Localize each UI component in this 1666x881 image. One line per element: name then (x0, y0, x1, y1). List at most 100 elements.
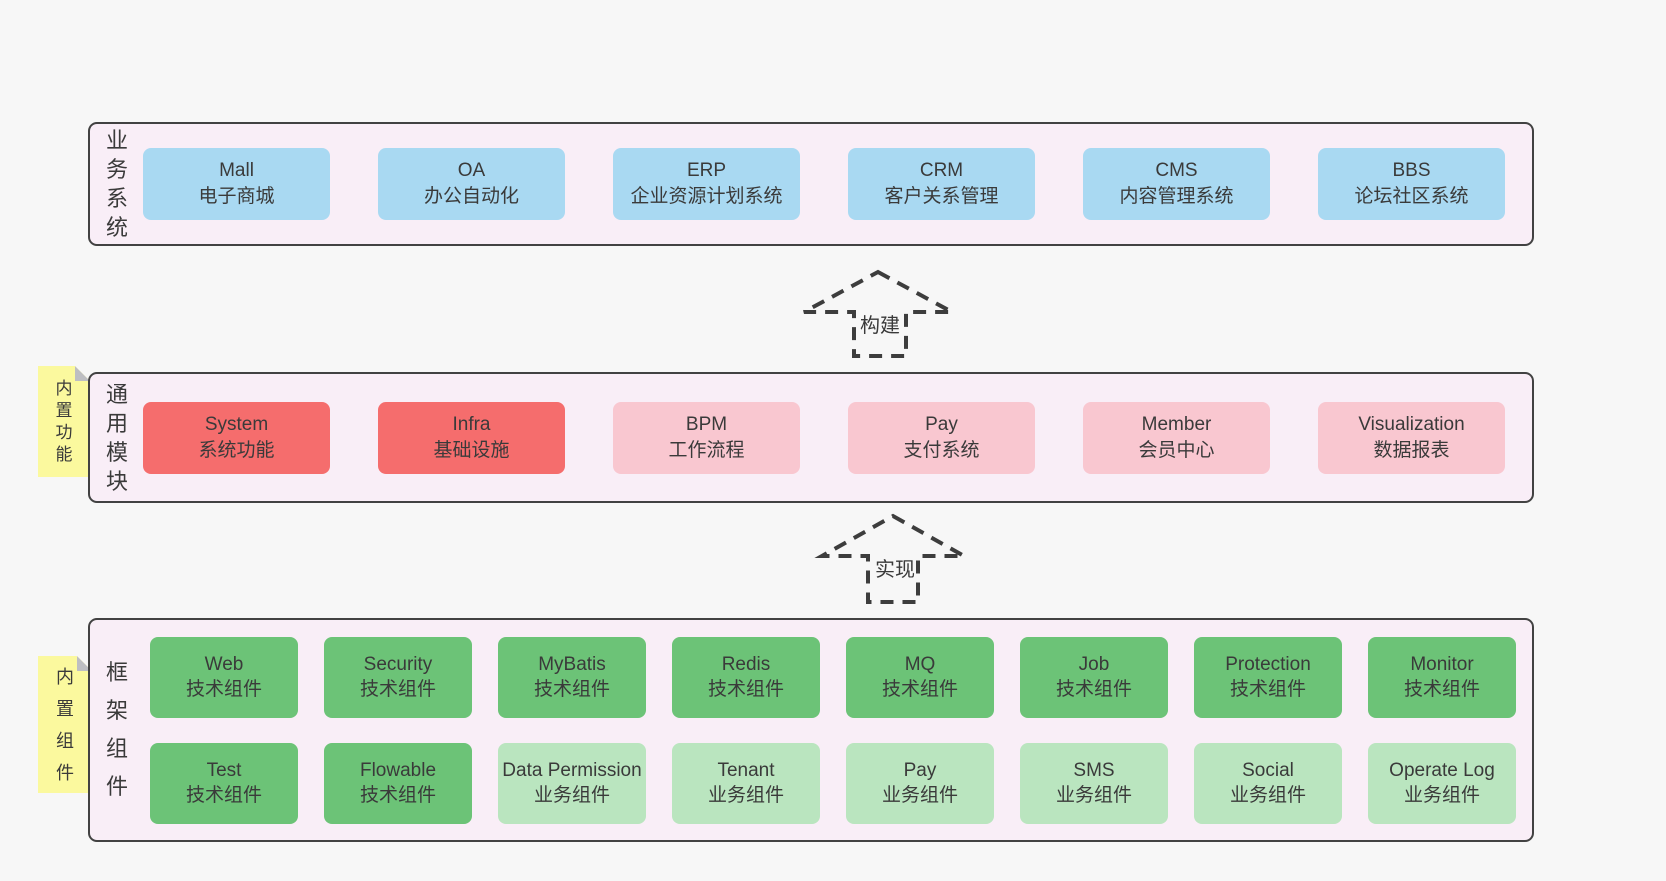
business-systems-layer-title: 业务系统 (105, 128, 128, 240)
box-subtitle-zh: 技术组件 (533, 679, 610, 700)
modules-box-member: Member 会员中心 (1083, 401, 1270, 474)
built-in-features-note: 内置功能 (38, 366, 90, 477)
box-subtitle-zh: 企业资源计划系统 (630, 186, 783, 207)
business-box-mall: Mall 电子商城 (143, 148, 330, 220)
box-subtitle-zh: 技术组件 (359, 785, 436, 806)
up-arrow-outline (814, 513, 972, 604)
modules-box-pay: Pay 支付系统 (848, 401, 1035, 474)
components-box-social: Social 业务组件 (1194, 742, 1342, 824)
components-box-pay: Pay 业务组件 (846, 742, 994, 824)
box-subtitle-zh: 业务组件 (1403, 785, 1480, 806)
components-box-protection: Protection 技术组件 (1194, 636, 1342, 718)
box-subtitle-zh: 业务组件 (707, 785, 784, 806)
box-subtitle-zh: 技术组件 (1229, 679, 1306, 700)
box-title-en: Member (1141, 413, 1212, 435)
box-subtitle-zh: 办公自动化 (423, 186, 519, 207)
box-subtitle-zh: 论坛社区系统 (1354, 186, 1469, 207)
box-subtitle-zh: 业务组件 (533, 785, 610, 806)
business-box-oa: OA 办公自动化 (378, 148, 565, 220)
box-title-en: SMS (1073, 760, 1115, 781)
components-box-flowable: Flowable 技术组件 (324, 742, 472, 824)
box-title-en: Test (206, 760, 242, 781)
box-subtitle-zh: 基础设施 (433, 439, 510, 461)
components-box-job: Job 技术组件 (1020, 636, 1168, 718)
implement-arrow-icon: 实现 (814, 513, 972, 604)
box-title-en: Redis (721, 654, 771, 675)
box-title-en: Job (1078, 654, 1110, 675)
box-title-en: Protection (1225, 654, 1311, 675)
box-title-en: Operate Log (1389, 760, 1495, 781)
components-box-redis: Redis 技术组件 (672, 636, 820, 718)
box-subtitle-zh: 技术组件 (881, 679, 958, 700)
box-title-en: Web (204, 654, 244, 675)
components-box-monitor: Monitor 技术组件 (1368, 636, 1516, 718)
box-subtitle-zh: 技术组件 (707, 679, 784, 700)
build-arrow-label: 构建 (860, 314, 900, 337)
box-subtitle-zh: 支付系统 (903, 439, 980, 461)
box-subtitle-zh: 技术组件 (1403, 679, 1480, 700)
box-title-en: MQ (904, 654, 936, 675)
components-box-web: Web 技术组件 (150, 636, 298, 718)
components-box-operate-log: Operate Log 业务组件 (1368, 742, 1516, 824)
box-subtitle-zh: 客户关系管理 (884, 186, 999, 207)
components-box-mq: MQ 技术组件 (846, 636, 994, 718)
box-subtitle-zh: 技术组件 (185, 679, 262, 700)
built-in-components-note: 内置组件 (38, 656, 92, 793)
up-arrow-outline (803, 269, 953, 358)
box-title-en: Tenant (717, 760, 775, 781)
box-title-en: Mall (219, 160, 254, 181)
box-subtitle-zh: 会员中心 (1138, 439, 1215, 461)
box-subtitle-zh: 内容管理系统 (1119, 186, 1234, 207)
build-arrow-icon: 构建 (803, 269, 953, 358)
box-title-en: CRM (919, 160, 964, 181)
box-title-en: Flowable (359, 760, 437, 781)
box-title-en: System (204, 413, 269, 435)
box-title-en: Security (363, 654, 433, 675)
box-subtitle-zh: 业务组件 (1229, 785, 1306, 806)
box-title-en: Data Permission (502, 760, 642, 781)
built-in-features-note-text: 内置功能 (55, 378, 73, 464)
box-title-en: BBS (1392, 160, 1431, 181)
box-subtitle-zh: 系统功能 (198, 439, 275, 461)
business-box-bbs: BBS 论坛社区系统 (1318, 148, 1505, 220)
box-title-en: MyBatis (538, 654, 606, 675)
components-box-test: Test 技术组件 (150, 742, 298, 824)
box-title-en: Visualization (1358, 413, 1465, 435)
box-title-en: Pay (903, 760, 937, 781)
framework-components-layer-title: 框架组件 (105, 660, 128, 799)
implement-arrow-label: 实现 (875, 558, 915, 581)
common-modules-layer-title: 通用模块 (105, 381, 128, 494)
box-subtitle-zh: 技术组件 (1055, 679, 1132, 700)
modules-box-system: System 系统功能 (143, 401, 330, 474)
built-in-components-note-text: 内置组件 (56, 666, 74, 783)
business-box-crm: CRM 客户关系管理 (848, 148, 1035, 220)
box-subtitle-zh: 电子商城 (198, 186, 275, 207)
box-title-en: CMS (1155, 160, 1198, 181)
box-subtitle-zh: 技术组件 (185, 785, 262, 806)
box-subtitle-zh: 业务组件 (881, 785, 958, 806)
components-box-tenant: Tenant 业务组件 (672, 742, 820, 824)
box-title-en: Social (1242, 760, 1294, 781)
box-title-en: OA (457, 160, 486, 181)
box-title-en: Pay (925, 413, 958, 435)
box-subtitle-zh: 工作流程 (668, 439, 745, 461)
components-box-data-permission: Data Permission 业务组件 (498, 742, 646, 824)
business-box-cms: CMS 内容管理系统 (1083, 148, 1270, 220)
box-title-en: Monitor (1410, 654, 1474, 675)
